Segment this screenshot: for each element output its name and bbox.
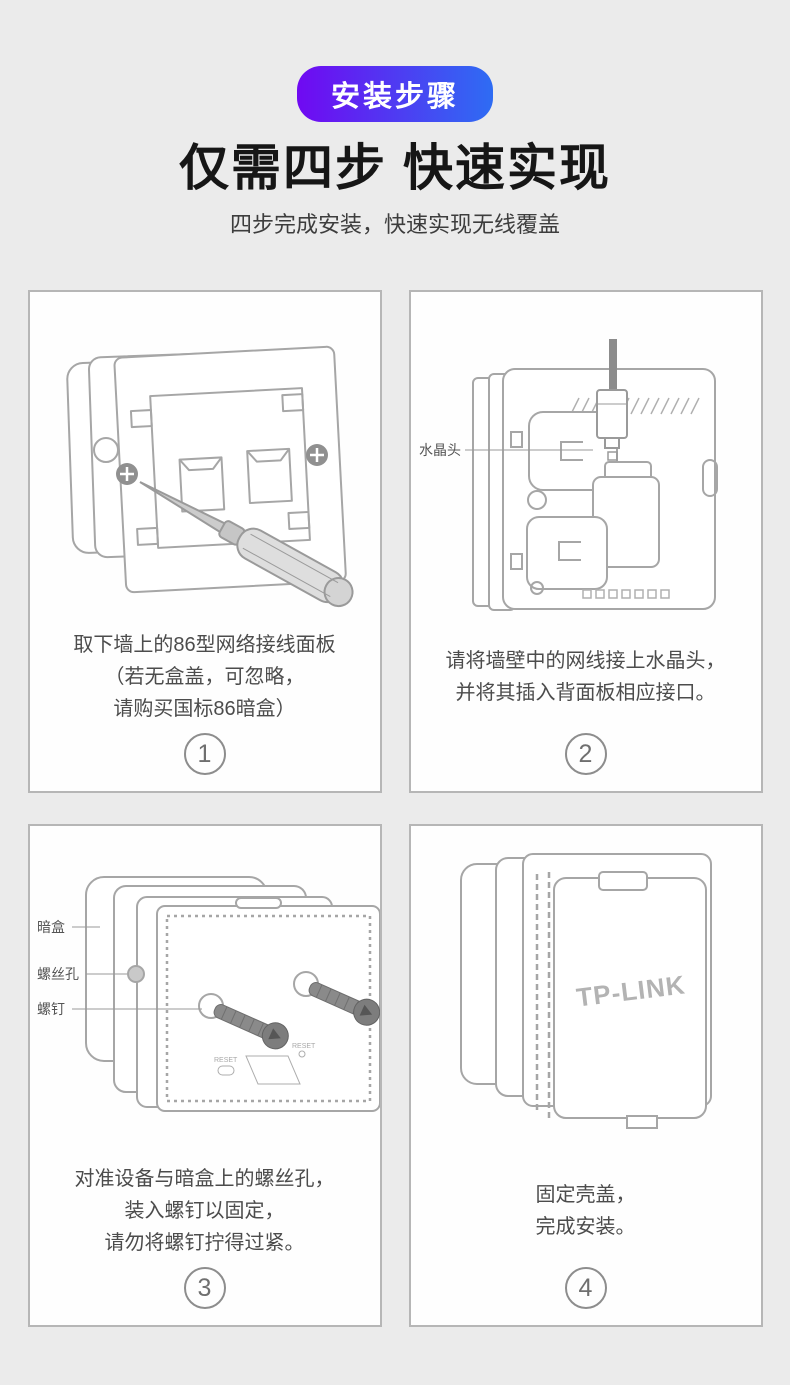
caption-line: 装入螺钉以固定， <box>124 1200 285 1222</box>
step1-caption: 取下墙上的86型网络接线面板 （若无盒盖，可忽略， 请购买国标86暗盒） <box>73 625 335 729</box>
caption-line: 请购买国标86暗盒） <box>113 698 296 720</box>
crystal-head-callout: 水晶头 <box>419 442 593 458</box>
step-card-4: TP-LINK 固定壳盖， 完成安装。 4 <box>408 824 763 1327</box>
step1-wall-panel-illustration <box>65 345 354 608</box>
callout-leader-lines <box>71 926 202 1010</box>
caption-line: 对准设备与暗盒上的螺丝孔， <box>74 1168 335 1190</box>
junction-box-label: 暗盒 <box>37 919 65 935</box>
crystal-head-label: 水晶头 <box>419 442 461 458</box>
network-cable <box>608 339 617 395</box>
step4-number-badge: 4 <box>564 1267 607 1309</box>
caption-line: 取下墙上的86型网络接线面板 <box>73 634 336 656</box>
screwdriver <box>138 481 354 608</box>
page-subtitle: 四步完成安装，快速实现无线覆盖 <box>229 212 560 237</box>
step3-screw-mounting-illustration: RESET RESET <box>37 876 380 1112</box>
box-screw-hole <box>126 965 145 983</box>
step3-caption: 对准设备与暗盒上的螺丝孔， 装入螺钉以固定， 请勿将螺钉拧得过紧。 <box>75 1159 335 1263</box>
step-card-2: 水晶头 请将墙壁中的网线接上水晶头， 并将其插入背面板相应接口。 2 <box>408 290 763 793</box>
step2-caption: 请将墙壁中的网线接上水晶头， 并将其插入背面板相应接口。 <box>446 625 726 729</box>
screw-right <box>308 982 380 1026</box>
caption-line: 请勿将螺钉拧得过紧。 <box>104 1232 305 1254</box>
step1-number-badge: 1 <box>183 733 226 775</box>
step-card-3: RESET RESET <box>27 824 382 1327</box>
steps-grid: 取下墙上的86型网络接线面板 （若无盒盖，可忽略， 请购买国标86暗盒） 1 <box>27 290 763 1327</box>
step3-number-badge: 3 <box>183 1267 226 1309</box>
screw-left <box>213 1004 289 1050</box>
step-card-1: 取下墙上的86型网络接线面板 （若无盒盖，可忽略， 请购买国标86暗盒） 1 <box>27 290 382 793</box>
rj45-plug <box>595 389 628 461</box>
page-title: 仅需四步 快速实现 <box>179 140 611 196</box>
screw-label: 螺钉 <box>37 1001 65 1017</box>
screw-hole-label: 螺丝孔 <box>37 966 79 982</box>
caption-line: 固定壳盖， <box>535 1184 636 1206</box>
page-header: 安装步骤 仅需四步 快速实现 四步完成安装，快速实现无线覆盖 <box>0 0 790 240</box>
bottom-vents <box>581 589 670 599</box>
device-bottom-details <box>217 1050 305 1085</box>
step2-cable-connection-illustration: 水晶头 <box>419 339 718 611</box>
section-badge: 安装步骤 <box>296 66 493 122</box>
reset-label: RESET <box>214 1057 238 1064</box>
caption-line: （若无盒盖，可忽略， <box>104 666 305 688</box>
reset-label: RESET <box>292 1043 316 1050</box>
caption-line: 完成安装。 <box>535 1216 636 1238</box>
step4-caption: 固定壳盖， 完成安装。 <box>536 1159 636 1263</box>
caption-line: 并将其插入背面板相应接口。 <box>455 682 716 704</box>
step4-assembled-device-illustration: TP-LINK <box>459 853 712 1129</box>
step2-number-badge: 2 <box>564 733 607 775</box>
caption-line: 请将墙壁中的网线接上水晶头， <box>445 650 726 672</box>
